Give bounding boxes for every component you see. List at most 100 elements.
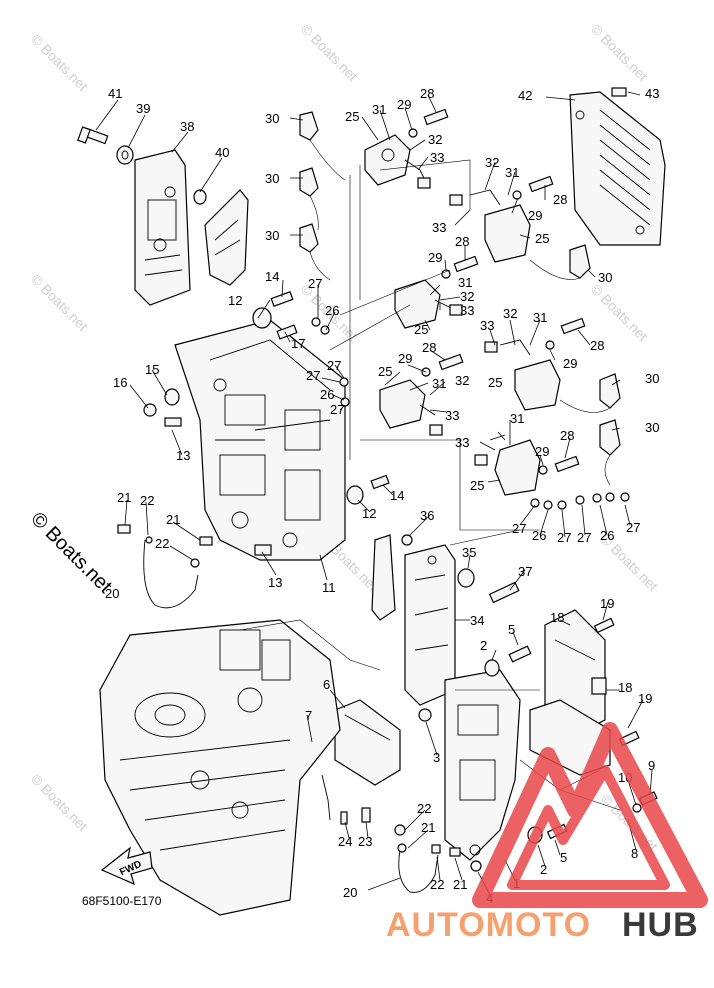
callout-29: 29 [397,97,411,112]
callout-20: 20 [343,885,357,900]
callout-33: 33 [460,303,474,318]
callout-39: 39 [136,101,150,116]
part-electrical-bracket-11 [174,319,346,561]
watermark: © Boats.net [588,21,651,84]
callout-22: 22 [140,493,154,508]
callout-35: 35 [462,545,476,560]
logo-text-automoto: AUTOMOTO [386,906,591,944]
callout-15: 15 [145,362,159,377]
callout-9: 9 [648,758,655,773]
watermark: © Boats.net [28,271,91,334]
callout-25: 25 [488,375,502,390]
callout-19: 19 [638,691,652,706]
callout-26: 26 [600,528,614,543]
callout-14: 14 [265,269,279,284]
part-bolts-28 [408,108,586,475]
callout-32: 32 [455,373,469,388]
part-hardware-lower [418,645,658,872]
diagram-code: 68F5100-E170 [82,894,162,908]
automotohub-logo: AUTOMOTO HUB [386,722,708,944]
callout-30: 30 [265,228,279,243]
callout-43: 43 [645,86,659,101]
callout-14: 14 [390,488,404,503]
part-coil-group-2 [449,189,531,263]
callout-27: 27 [577,530,591,545]
callout-numbers: 41 39 38 40 30 30 30 25 31 29 28 32 33 4… [105,86,659,906]
callout-29: 29 [563,356,577,371]
callout-27: 27 [306,368,320,383]
callout-25: 25 [345,109,359,124]
callout-33: 33 [430,150,444,165]
callout-22: 22 [430,877,444,892]
fwd-arrow-icon: FWD [100,846,153,886]
callout-5: 5 [508,622,515,637]
callout-30: 30 [645,420,659,435]
callout-31: 31 [505,165,519,180]
callout-31: 31 [510,411,524,426]
callout-26: 26 [532,528,546,543]
part-bracket-36 [371,534,413,621]
callout-27: 27 [327,358,341,373]
part-coil-group-1 [364,134,431,189]
callout-27: 27 [512,521,526,536]
callout-40: 40 [215,145,229,160]
callout-25: 25 [535,231,549,246]
part-mount-bracket [134,149,191,306]
callout-18: 18 [550,610,564,625]
callout-30: 30 [265,111,279,126]
callout-13: 13 [268,575,282,590]
callout-8: 8 [631,846,638,861]
callout-7: 7 [305,708,312,723]
callout-20: 20 [105,586,119,601]
callout-6: 6 [323,677,330,692]
callout-26: 26 [320,387,334,402]
callout-27: 27 [626,520,640,535]
callout-41: 41 [108,86,122,101]
callout-28: 28 [420,86,434,101]
callout-21: 21 [166,512,180,527]
callout-42: 42 [518,88,532,103]
callout-30: 30 [265,171,279,186]
part-washers [311,317,630,510]
callout-33: 33 [480,318,494,333]
callout-33: 33 [455,435,469,450]
callout-27: 27 [330,402,344,417]
callout-29: 29 [528,208,542,223]
part-coil-group-5 [379,379,443,436]
part-ground-cord-upper [117,524,213,609]
callout-31: 31 [432,376,446,391]
callout-22: 22 [155,536,169,551]
callout-2: 2 [480,638,487,653]
callout-27: 27 [308,276,322,291]
callout-18: 18 [618,680,632,695]
callout-13: 13 [176,448,190,463]
part-bolt-43 [611,87,627,97]
callout-25: 25 [414,322,428,337]
callout-29: 29 [535,444,549,459]
callout-28: 28 [553,192,567,207]
callout-3: 3 [433,750,440,765]
callout-11: 11 [322,580,336,595]
watermark: © Boats.net [28,31,91,94]
callout-31: 31 [533,310,547,325]
callout-30: 30 [598,270,612,285]
callout-24: 24 [338,834,352,849]
callout-28: 28 [422,340,436,355]
part-washer-40 [193,189,207,205]
callout-37: 37 [518,564,532,579]
callout-34: 34 [470,613,484,628]
part-cover-42 [569,91,666,246]
callout-5: 5 [560,850,567,865]
callout-25: 25 [470,478,484,493]
triangle-logo-icon [472,722,708,908]
callout-23: 23 [358,834,372,849]
callout-28: 28 [590,338,604,353]
callout-32: 32 [428,132,442,147]
callout-32: 32 [485,155,499,170]
part-coil-group-6 [474,434,541,496]
callout-17: 17 [291,336,305,351]
callout-12: 12 [362,506,376,521]
part-coil-group-3 [394,279,463,329]
callout-32: 32 [460,289,474,304]
callout-31: 31 [372,102,386,117]
